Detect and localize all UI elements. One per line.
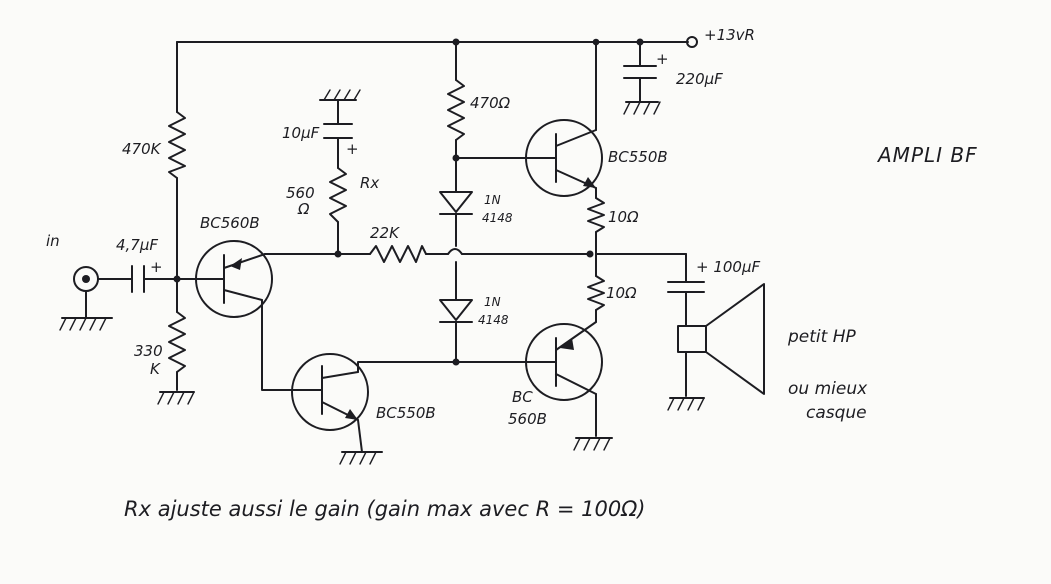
wires (97, 41, 689, 453)
capacitor-220uf (623, 65, 657, 79)
label-q2: BC550B (608, 148, 668, 166)
label-cin: 4,7µF (116, 236, 158, 254)
input-jack (73, 266, 99, 319)
resistor-10-top (587, 197, 605, 233)
ground-symbols (59, 89, 705, 465)
label-q4-line2: 560B (508, 410, 547, 428)
resistor-330k (168, 311, 186, 373)
label-q4-line1: BC (512, 388, 533, 406)
resistor-22k (369, 245, 427, 263)
label-c10-plus: + (346, 140, 359, 158)
diode-bottom (439, 299, 473, 329)
transistor-q2 (525, 119, 603, 197)
junction-dots (173, 38, 644, 366)
label-330k-line1: 330 (134, 342, 163, 360)
input-label: in (46, 232, 60, 250)
transistor-q1 (195, 240, 273, 318)
label-470: 470Ω (470, 94, 511, 112)
note: Rx ajuste aussi le gain (gain max avec R… (124, 497, 645, 521)
capacitor-10uf (323, 123, 353, 153)
transistor-q3 (291, 353, 369, 431)
label-cin-plus: + (150, 258, 163, 276)
capacitor-100uf (667, 281, 705, 293)
diode-top (439, 191, 473, 223)
speaker-icon (677, 283, 765, 395)
label-q3: BC550B (376, 404, 436, 422)
supply-label: +13vR (704, 26, 755, 44)
label-d1-line2: 4148 (482, 211, 513, 225)
label-c220: 220µF (676, 70, 723, 88)
label-r10-bottom: 10Ω (606, 284, 637, 302)
resistor-470k (168, 111, 186, 179)
label-d2-line1: 1N (484, 295, 501, 309)
capacitor-input (131, 265, 153, 293)
label-d1-line1: 1N (484, 193, 501, 207)
label-560-line1: 560 (286, 184, 315, 202)
label-22k: 22K (370, 224, 400, 242)
resistor-10-bottom (587, 275, 605, 311)
resistor-rx (329, 167, 347, 223)
label-330k-line2: K (150, 360, 161, 378)
resistor-470 (447, 79, 465, 141)
label-c10: 10µF (282, 124, 320, 142)
label-470k: 470K (122, 140, 162, 158)
label-q1: BC560B (200, 214, 260, 232)
speaker-label-2: ou mieux (788, 379, 868, 399)
label-560-line2: Ω (297, 200, 310, 218)
speaker-label-1: petit HP (787, 327, 856, 347)
label-c220-plus: + (656, 50, 669, 68)
speaker-label-3: casque (806, 403, 867, 423)
transistor-q4 (525, 321, 603, 401)
title: AMPLI BF (876, 143, 978, 167)
label-c100: + 100µF (696, 258, 761, 276)
label-r10-top: 10Ω (608, 208, 639, 226)
supply-terminal (686, 36, 698, 48)
label-d2-line2: 4148 (478, 313, 509, 327)
label-rx: Rx (360, 174, 379, 192)
